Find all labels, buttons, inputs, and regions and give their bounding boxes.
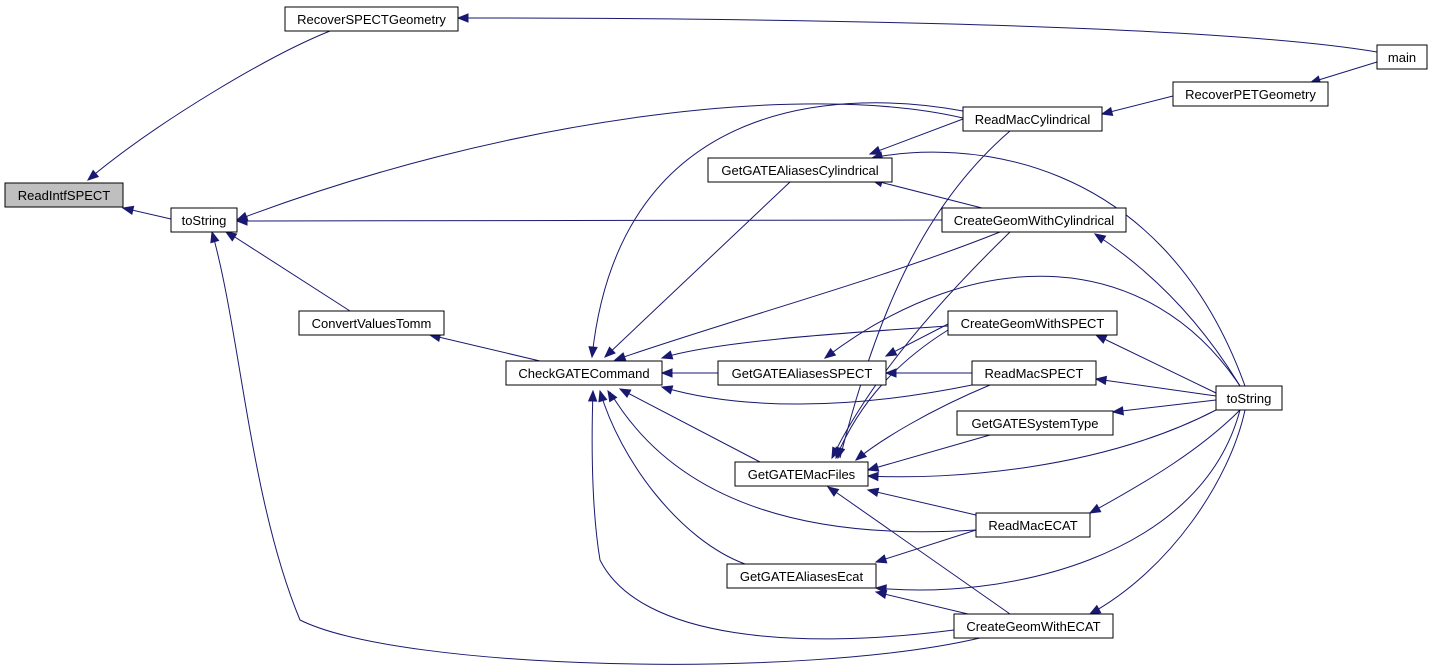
node-label: CheckGATECommand bbox=[518, 366, 649, 381]
edge-get_gate_system_type-to-get_gate_mac_files bbox=[866, 434, 991, 472]
node-recover-pet-geometry[interactable]: RecoverPETGeometry bbox=[1172, 81, 1329, 107]
edge-to_string_right-to-create_geom_with_ecat bbox=[1088, 409, 1246, 615]
node-check-gate-command[interactable]: CheckGATECommand bbox=[505, 360, 663, 386]
node-label: toString bbox=[1227, 391, 1272, 406]
node-read-mac-cylindrical[interactable]: ReadMacCylindrical bbox=[962, 106, 1103, 132]
edge-get_gate_aliases_spect-to-check_gate_command bbox=[660, 368, 718, 378]
node-box bbox=[953, 613, 1114, 639]
node-box bbox=[505, 360, 663, 386]
node-label: ReadIntfSPECT bbox=[18, 188, 111, 203]
edge-convert_values_tomm-to-to_string_left bbox=[224, 231, 351, 312]
node-create-geom-with-spect[interactable]: CreateGeomWithSPECT bbox=[947, 310, 1118, 336]
node-convert-values-tomm[interactable]: ConvertValuesTomm bbox=[298, 310, 445, 336]
edge-read_mac_ecat-to-get_gate_aliases_ecat bbox=[874, 529, 977, 564]
node-box bbox=[1376, 44, 1428, 70]
node-box bbox=[971, 360, 1097, 386]
node-label: ConvertValuesTomm bbox=[312, 316, 432, 331]
node-label: CreateGeomWithCylindrical bbox=[954, 213, 1114, 228]
node-read-mac-ecat[interactable]: ReadMacECAT bbox=[975, 512, 1091, 538]
node-label: toString bbox=[182, 213, 227, 228]
edge-create_geom_with_cylindrical-to-to_string_left bbox=[235, 216, 943, 226]
node-box bbox=[717, 360, 887, 386]
node-get-gate-mac-files[interactable]: GetGATEMacFiles bbox=[734, 461, 869, 487]
node-read-intf-spect[interactable]: ReadIntfSPECT bbox=[4, 182, 124, 208]
node-create-geom-with-ecat[interactable]: CreateGeomWithECAT bbox=[953, 613, 1114, 639]
edge-to_string_right-to-get_gate_aliases_cylindrical bbox=[870, 151, 1246, 387]
node-create-geom-with-cylindrical[interactable]: CreateGeomWithCylindrical bbox=[941, 207, 1127, 233]
edge-get_gate_aliases_cylindrical-to-check_gate_command bbox=[604, 181, 791, 358]
node-label: main bbox=[1388, 50, 1416, 65]
node-read-mac-spect[interactable]: ReadMacSPECT bbox=[971, 360, 1097, 386]
edge-to_string_right-to-get_gate_mac_files bbox=[866, 409, 1217, 482]
node-to-string-left[interactable]: toString bbox=[170, 207, 238, 233]
edge-create_geom_with_ecat-to-to_string_left bbox=[210, 230, 981, 665]
node-main[interactable]: main bbox=[1376, 44, 1428, 70]
node-get-gate-aliases-spect[interactable]: GetGATEAliasesSPECT bbox=[717, 360, 887, 386]
node-box bbox=[956, 410, 1114, 436]
edge-read_mac_spect-to-check_gate_command bbox=[660, 384, 973, 405]
edge-create_geom_with_cylindrical-to-get_gate_aliases_cylindrical bbox=[870, 177, 983, 209]
node-label: GetGATEMacFiles bbox=[748, 467, 856, 482]
edge-to_string_right-to-create_geom_with_cylindrical bbox=[1093, 233, 1241, 387]
edge-main-to-recover_spect_geometry bbox=[456, 13, 1378, 53]
node-label: ReadMacCylindrical bbox=[975, 112, 1091, 127]
edge-to_string_right-to-get_gate_system_type bbox=[1111, 399, 1217, 416]
edge-read_mac_spect-to-get_gate_aliases_spect bbox=[884, 368, 972, 378]
node-label: ReadMacECAT bbox=[988, 518, 1077, 533]
node-label: GetGATESystemType bbox=[972, 416, 1099, 431]
edge-to_string_right-to-get_gate_aliases_spect bbox=[823, 275, 1241, 387]
node-label: CreateGeomWithECAT bbox=[966, 619, 1100, 634]
edge-recover_spect_geometry-to-read_intf_spect bbox=[86, 30, 331, 181]
node-box bbox=[734, 461, 869, 487]
node-label: RecoverSPECTGeometry bbox=[297, 12, 446, 27]
edge-create_geom_with_ecat-to-get_gate_aliases_ecat bbox=[874, 589, 969, 615]
edge-read_mac_ecat-to-check_gate_command bbox=[607, 389, 977, 533]
node-box bbox=[4, 182, 124, 208]
node-to-string-right[interactable]: toString bbox=[1215, 385, 1283, 411]
node-box bbox=[726, 563, 877, 589]
edge-get_gate_aliases_ecat-to-check_gate_command bbox=[598, 389, 746, 565]
node-box bbox=[962, 106, 1103, 132]
edge-read_mac_ecat-to-get_gate_mac_files bbox=[866, 487, 977, 516]
edge-recover_pet_geometry-to-read_mac_cylindrical bbox=[1100, 95, 1174, 117]
node-box bbox=[941, 207, 1127, 233]
edge-to_string_right-to-read_mac_ecat bbox=[1088, 409, 1241, 514]
edge-read_mac_cylindrical-to-get_gate_aliases_cylindrical bbox=[868, 118, 964, 155]
node-recover-spect-geometry[interactable]: RecoverSPECTGeometry bbox=[284, 6, 459, 32]
node-box bbox=[298, 310, 445, 336]
edge-create_geom_with_cylindrical-to-check_gate_command bbox=[613, 231, 1001, 362]
node-label: RecoverPETGeometry bbox=[1185, 87, 1316, 102]
node-get-gate-aliases-ecat[interactable]: GetGATEAliasesEcat bbox=[726, 563, 877, 589]
edge-create_geom_with_ecat-to-get_gate_mac_files bbox=[826, 486, 1011, 615]
node-box bbox=[1215, 385, 1283, 411]
edge-to_string_right-to-get_gate_aliases_ecat bbox=[874, 409, 1241, 594]
node-label: ReadMacSPECT bbox=[985, 366, 1084, 381]
node-box bbox=[1172, 81, 1329, 107]
node-box bbox=[975, 512, 1091, 538]
node-label: GetGATEAliasesCylindrical bbox=[721, 163, 878, 178]
edge-create_geom_with_ecat-to-check_gate_command bbox=[587, 389, 955, 640]
edge-read_mac_spect-to-get_gate_mac_files bbox=[854, 384, 991, 461]
edge-to_string_right-to-read_mac_spect bbox=[1094, 375, 1217, 397]
edge-to_string_right-to-create_geom_with_spect bbox=[1094, 334, 1217, 394]
node-box bbox=[947, 310, 1118, 336]
node-get-gate-system-type[interactable]: GetGATESystemType bbox=[956, 410, 1114, 436]
node-box bbox=[284, 6, 459, 32]
edge-create_geom_with_spect-to-get_gate_aliases_spect bbox=[884, 323, 949, 357]
edge-to_string_left-to-read_intf_spect bbox=[121, 205, 172, 220]
edge-create_geom_with_spect-to-check_gate_command bbox=[660, 325, 949, 360]
node-label: GetGATEAliasesSPECT bbox=[732, 366, 873, 381]
node-get-gate-aliases-cylindrical[interactable]: GetGATEAliasesCylindrical bbox=[707, 157, 893, 183]
node-label: GetGATEAliasesEcat bbox=[740, 569, 864, 584]
edge-get_gate_mac_files-to-check_gate_command bbox=[618, 388, 761, 463]
node-label: CreateGeomWithSPECT bbox=[961, 316, 1105, 331]
edge-read_mac_cylindrical-to-check_gate_command bbox=[588, 102, 964, 359]
edge-check_gate_command-to-convert_values_tomm bbox=[428, 332, 541, 362]
node-box bbox=[170, 207, 238, 233]
node-box bbox=[707, 157, 893, 183]
edge-main-to-recover_pet_geometry bbox=[1308, 61, 1378, 85]
